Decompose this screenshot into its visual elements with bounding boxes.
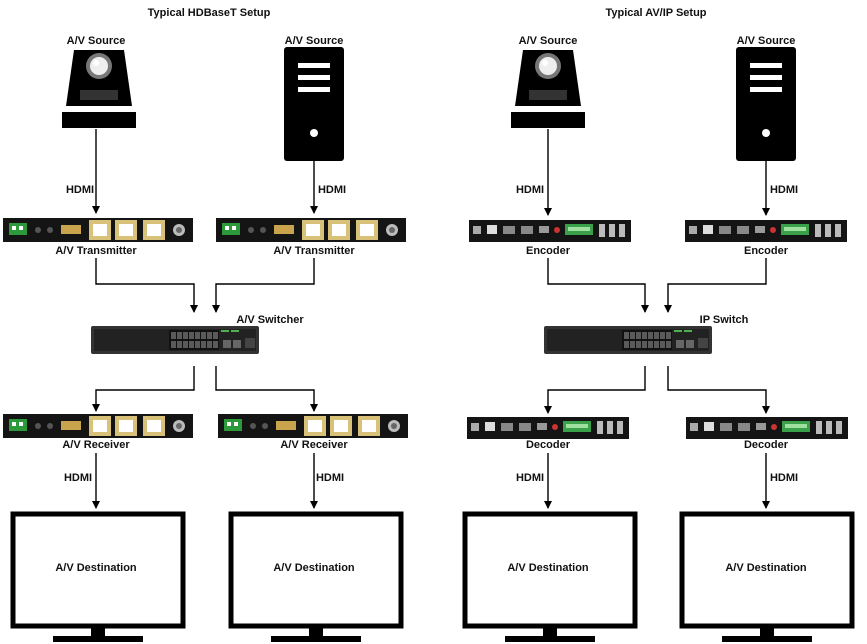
hdbaset-title: Typical HDBaseT Setup <box>148 7 271 19</box>
hdbaset-hdmi-bottom-left: HDMI <box>64 472 92 484</box>
avip-hdmi-top-right: HDMI <box>770 184 798 196</box>
switch-device-icon <box>544 326 712 354</box>
avip-hdmi-bottom-right: HDMI <box>770 472 798 484</box>
hdbaset-rx-left-label: A/V Receiver <box>62 439 130 451</box>
avip-source-right-label: A/V Source <box>737 35 796 47</box>
monitor-icon <box>465 514 635 642</box>
computer-tower-icon <box>284 47 344 161</box>
avip-dec-left-label: Decoder <box>526 439 571 451</box>
hdbaset-hdmi-top-right: HDMI <box>318 184 346 196</box>
avip-hdmi-bottom-left: HDMI <box>516 472 544 484</box>
hdbaset-source-left-label: A/V Source <box>67 35 126 47</box>
link-arrow <box>92 366 195 412</box>
link-arrow <box>667 366 770 414</box>
switch-device-icon <box>91 326 259 354</box>
hdbaset-hdmi-bottom-right: HDMI <box>316 472 344 484</box>
receiver-device-icon <box>3 414 193 438</box>
link-arrow <box>547 258 649 313</box>
hdbaset-hdmi-top-left: HDMI <box>66 184 94 196</box>
avip-dest-left-label: A/V Destination <box>507 562 589 574</box>
avip-source-left-label: A/V Source <box>519 35 578 47</box>
encoder-device-icon <box>469 220 631 242</box>
monitor-icon <box>231 514 401 642</box>
transmitter-device-icon <box>3 218 193 242</box>
hdbaset-tx-right-label: A/V Transmitter <box>273 245 355 257</box>
computer-tower-icon <box>736 47 796 161</box>
link-arrow <box>212 258 315 313</box>
link-arrow <box>664 258 767 313</box>
encoder-device-icon <box>685 220 847 242</box>
receiver-device-icon <box>218 414 408 438</box>
monitor-icon <box>682 514 852 642</box>
avip-switch-label: IP Switch <box>700 314 749 326</box>
camera-icon <box>511 50 585 128</box>
transmitter-device-icon <box>216 218 406 242</box>
link-arrow <box>544 366 646 414</box>
camera-icon <box>62 50 136 128</box>
hdbaset-rx-right-label: A/V Receiver <box>280 439 348 451</box>
hdbaset-source-right-label: A/V Source <box>285 35 344 47</box>
monitor-icon <box>13 514 183 642</box>
avip-hdmi-top-left: HDMI <box>516 184 544 196</box>
hdbaset-tx-left-label: A/V Transmitter <box>55 245 137 257</box>
avip-dec-right-label: Decoder <box>744 439 789 451</box>
decoder-device-icon <box>686 417 848 439</box>
hdbaset-switch-label: A/V Switcher <box>236 314 304 326</box>
link-arrow <box>215 366 318 412</box>
decoder-device-icon <box>467 417 629 439</box>
hdbaset-panel: Typical HDBaseT Setup A/V Source A/V Sou… <box>3 7 408 642</box>
avip-dest-right-label: A/V Destination <box>725 562 807 574</box>
avip-enc-right-label: Encoder <box>744 245 789 257</box>
hdbaset-dest-left-label: A/V Destination <box>55 562 137 574</box>
hdbaset-dest-right-label: A/V Destination <box>273 562 355 574</box>
avip-panel: Typical AV/IP Setup A/V Source A/V Sourc… <box>465 7 852 642</box>
avip-enc-left-label: Encoder <box>526 245 571 257</box>
link-arrow <box>95 258 198 313</box>
avip-title: Typical AV/IP Setup <box>605 7 706 19</box>
